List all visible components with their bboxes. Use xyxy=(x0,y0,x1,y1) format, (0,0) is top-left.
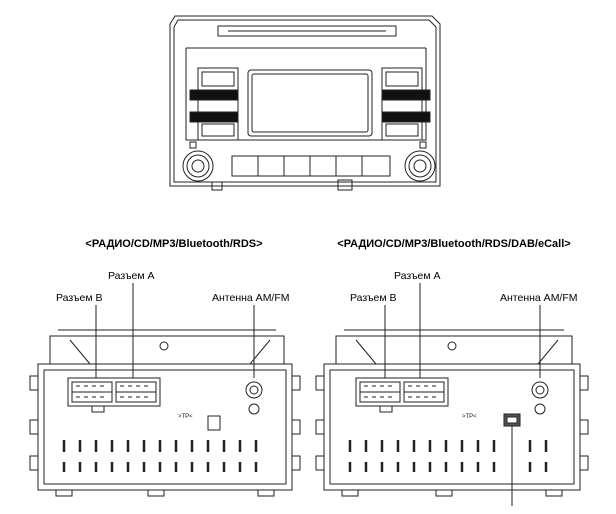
right-caption: <РАДИО/CD/MP3/Bluetooth/RDS/DAB/eCall> xyxy=(337,238,571,250)
left-connector-a-label: Разъем A xyxy=(108,270,155,282)
right-connector-b-label: Разъем B xyxy=(350,292,397,304)
left-antenna-label: Антенна AM/FM xyxy=(212,292,290,304)
svg-text:>TP<: >TP< xyxy=(462,414,477,420)
svg-text:>TP<: >TP< xyxy=(178,414,193,420)
left-caption: <РАДИО/CD/MP3/Bluetooth/RDS> xyxy=(85,238,263,250)
left-connector-b-label: Разъем B xyxy=(56,292,103,304)
right-connector-a-label: Разъем A xyxy=(394,270,441,282)
right-antenna-label: Антенна AM/FM xyxy=(500,292,578,304)
